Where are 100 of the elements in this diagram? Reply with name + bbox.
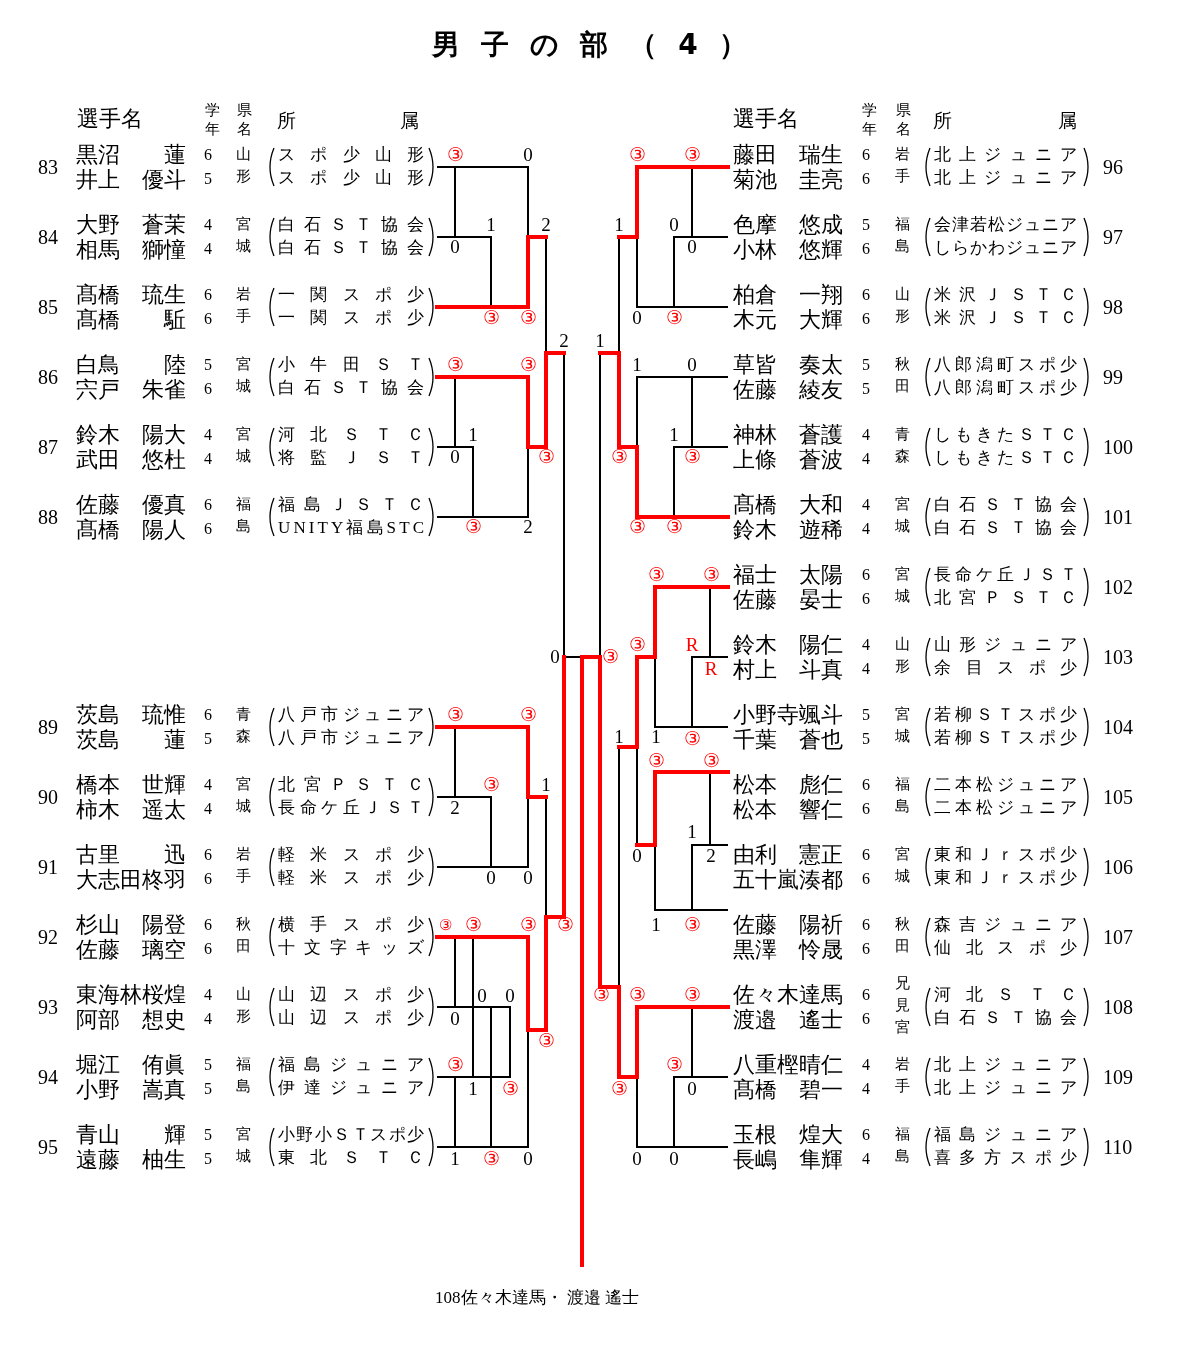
- player-name: 髙橋 琉生: [76, 283, 186, 307]
- grade: 6: [862, 590, 870, 608]
- grade: 4: [862, 1080, 870, 1098]
- score: ③: [683, 985, 701, 1005]
- score: 0: [669, 215, 679, 235]
- player-name: 鈴木 遊稀: [733, 518, 843, 542]
- grade: 6: [862, 800, 870, 818]
- score: ③: [628, 145, 646, 165]
- player-name: 古里 迅: [76, 843, 186, 867]
- affiliation: 会津若松ジュニア: [934, 215, 1077, 234]
- player-name: 橋本 世輝: [76, 773, 186, 797]
- grade: 6: [204, 916, 212, 934]
- entry-number: 102: [1103, 576, 1133, 598]
- entry-number: 101: [1103, 506, 1133, 528]
- score: ③: [647, 565, 665, 585]
- score: 0: [687, 355, 697, 375]
- affiliation: 小牛田ＳＴ: [278, 355, 424, 374]
- affiliation: 白石ＳＴ協会: [934, 495, 1077, 514]
- grade: 4: [862, 496, 870, 514]
- score: ③: [501, 1079, 519, 1099]
- score: ③: [610, 1079, 628, 1099]
- entry-number: 107: [1103, 926, 1133, 948]
- player-name: 髙橋 駈: [76, 308, 186, 332]
- player-name: 長嶋 隼輝: [733, 1148, 843, 1172]
- grade: 4: [204, 1010, 212, 1028]
- score: 1: [687, 822, 697, 842]
- grade: 6: [862, 1126, 870, 1144]
- score: ③: [438, 916, 452, 935]
- match-line: [691, 844, 729, 911]
- affiliation: 北宮ＰＳＴＣ: [934, 588, 1077, 607]
- grade: 4: [204, 240, 212, 258]
- affiliation: 横手スポ少: [278, 915, 424, 934]
- player-name: 八重樫晴仁: [733, 1053, 843, 1077]
- entry-number: 98: [1103, 296, 1123, 318]
- score: ③: [683, 447, 701, 467]
- player-name: 鈴木 陽大: [76, 423, 186, 447]
- player-name: 佐藤 優真: [76, 493, 186, 517]
- prefecture: 秋田: [895, 354, 911, 396]
- player-name: 松本 響仁: [733, 798, 843, 822]
- affiliation: 山形ジュニア: [934, 635, 1077, 654]
- entry-number: 105: [1103, 786, 1133, 808]
- score: ③: [482, 1149, 500, 1169]
- score: ③: [702, 565, 720, 585]
- entry-number: 100: [1103, 436, 1133, 458]
- prefecture: 青森: [895, 424, 911, 466]
- score: 1: [651, 727, 661, 747]
- grade: 5: [204, 1080, 212, 1098]
- score: 0: [550, 647, 560, 667]
- player-name: 茨島 蓮: [76, 728, 186, 752]
- entry-number: 97: [1103, 226, 1123, 248]
- player-name: 藤田 瑞生: [733, 143, 843, 167]
- affiliation: 八戸市ジュニア: [278, 728, 424, 747]
- entry-number: 110: [1103, 1136, 1133, 1158]
- affiliation: 東北ＳＴＣ: [278, 1148, 424, 1167]
- entry-number: 96: [1103, 156, 1123, 178]
- grade: 4: [862, 520, 870, 538]
- score: 1: [669, 425, 679, 445]
- entry-number: 83: [38, 156, 58, 178]
- affiliation: 東和Ｊｒスポ少: [934, 868, 1077, 887]
- prefecture: 宮城: [895, 704, 911, 746]
- score: R: [704, 659, 718, 679]
- affiliation: 森吉ジュニア: [934, 915, 1077, 934]
- affiliation: 河北ＳＴＣ: [934, 985, 1077, 1004]
- score: 1: [614, 727, 624, 747]
- column-header: 属: [400, 110, 419, 131]
- prefecture: 宮城: [236, 1124, 252, 1166]
- grade: 5: [862, 216, 870, 234]
- score: 0: [450, 447, 460, 467]
- affiliation: 白石ＳＴ協会: [278, 378, 424, 397]
- match-line: [436, 796, 492, 868]
- score: ③: [482, 308, 500, 328]
- score: ③: [519, 355, 537, 375]
- player-name: 小林 悠輝: [733, 238, 843, 262]
- player-name: 菊池 圭亮: [733, 168, 843, 192]
- score: ③: [519, 915, 537, 935]
- entry-number: 87: [38, 436, 58, 458]
- score: ③: [519, 705, 537, 725]
- player-name: 木元 大輝: [733, 308, 843, 332]
- score: ③: [628, 635, 646, 655]
- affiliation: 二本松ジュニア: [934, 775, 1077, 794]
- column-header: 県名: [237, 101, 253, 139]
- grade: 4: [204, 216, 212, 234]
- player-name: 髙橋 大和: [733, 493, 843, 517]
- grade: 6: [862, 846, 870, 864]
- player-name: 大野 蒼茉: [76, 213, 186, 237]
- affiliation: 長命ケ丘ＪＳＴ: [934, 565, 1077, 584]
- affiliation: 喜多方スポ少: [934, 1148, 1077, 1167]
- grade: 5: [204, 1150, 212, 1168]
- grade: 6: [204, 496, 212, 514]
- grade: 6: [862, 286, 870, 304]
- player-name: 阿部 想史: [76, 1008, 186, 1032]
- affiliation: 北宮ＰＳＴＣ: [278, 775, 424, 794]
- match-line: [436, 446, 474, 518]
- affiliation: 山辺スポ少: [278, 1008, 424, 1027]
- player-name: 東海林桜煌: [76, 983, 186, 1007]
- score: 1: [450, 1149, 460, 1169]
- player-name: 松本 彪仁: [733, 773, 843, 797]
- entry-number: 93: [38, 996, 58, 1018]
- grade: 6: [204, 310, 212, 328]
- player-name: 杉山 陽登: [76, 913, 186, 937]
